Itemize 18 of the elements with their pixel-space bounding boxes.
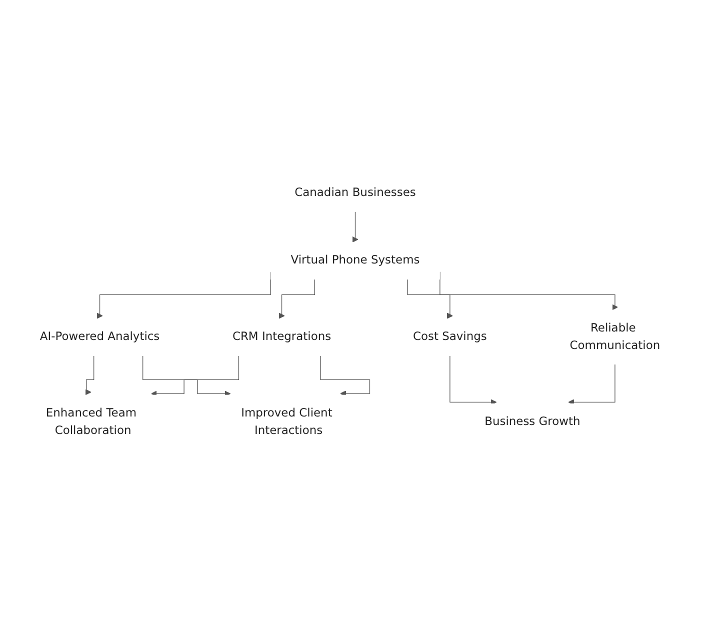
arrow	[568, 364, 616, 406]
arrow	[151, 356, 240, 397]
arrow	[320, 356, 370, 397]
arrow	[407, 279, 453, 319]
arrow	[142, 356, 231, 397]
arrow	[450, 356, 497, 406]
node-text: Improved Client Interactions	[241, 406, 332, 438]
node-text: Virtual Phone Systems	[290, 254, 420, 268]
arrow	[278, 279, 316, 319]
node-text: Business Growth	[484, 414, 580, 428]
node-text: CRM Integrations	[232, 330, 332, 344]
node-text: Cost Savings	[412, 330, 487, 344]
node-text: Reliable Communication	[570, 321, 660, 352]
arrow	[85, 356, 94, 396]
node-text: Enhanced Team Collaboration	[46, 406, 137, 438]
arrow	[352, 212, 358, 242]
node-text: Canadian Businesses	[294, 186, 416, 200]
node-text: AI-Powered Analytics	[40, 330, 160, 344]
